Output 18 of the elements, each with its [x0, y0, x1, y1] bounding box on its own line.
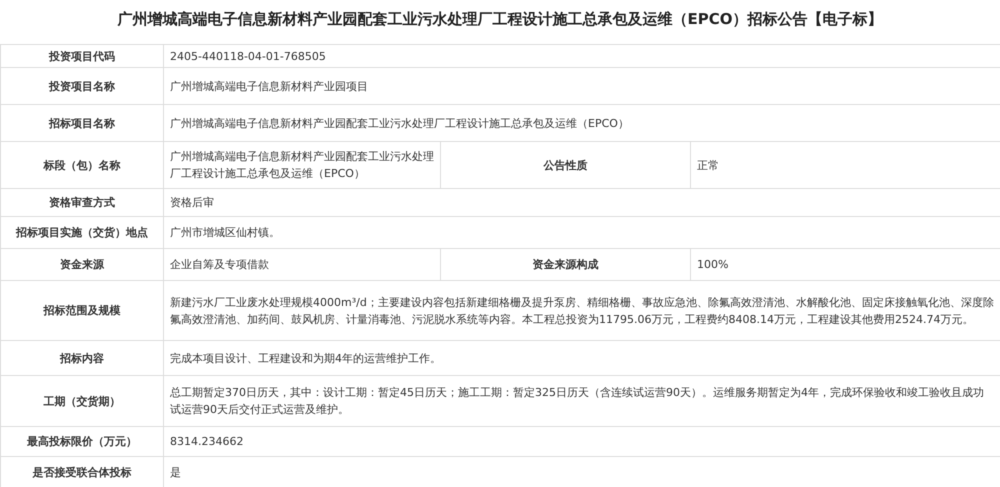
row-header: 资金来源: [0, 248, 164, 280]
row-header: 招标内容: [0, 340, 164, 376]
row-header: 公告性质: [440, 142, 690, 188]
row-header: 招标范围及规模: [0, 280, 164, 340]
row-header: 资金来源构成: [440, 248, 690, 280]
row-header: 是否接受联合体投标: [0, 456, 164, 487]
row-header: 投资项目代码: [0, 44, 164, 68]
row-header: 投资项目名称: [0, 68, 164, 104]
table-cell: 企业自筹及专项借款: [164, 248, 440, 280]
row-header: 招标项目名称: [0, 104, 164, 142]
table-cell: 广州增城高端电子信息新材料产业园配套工业污水处理厂工程设计施工总承包及运维（EPCO）: [164, 142, 440, 188]
page-title: 广州增城高端电子信息新材料产业园配套工业污水处理厂工程设计施工总承包及运维（EPCO）招标公告【电子标】: [116, 9, 884, 30]
row-header: 工期（交货期）: [0, 376, 164, 426]
row-header: 最高投标限价（万元）: [0, 426, 164, 456]
row-header: 标段（包）名称: [0, 142, 164, 188]
row-header: 资格审查方式: [0, 188, 164, 216]
row-header: 招标项目实施（交货）地点: [0, 216, 164, 248]
table-cell: 2405-440118-04-01-768505: [164, 44, 1000, 68]
